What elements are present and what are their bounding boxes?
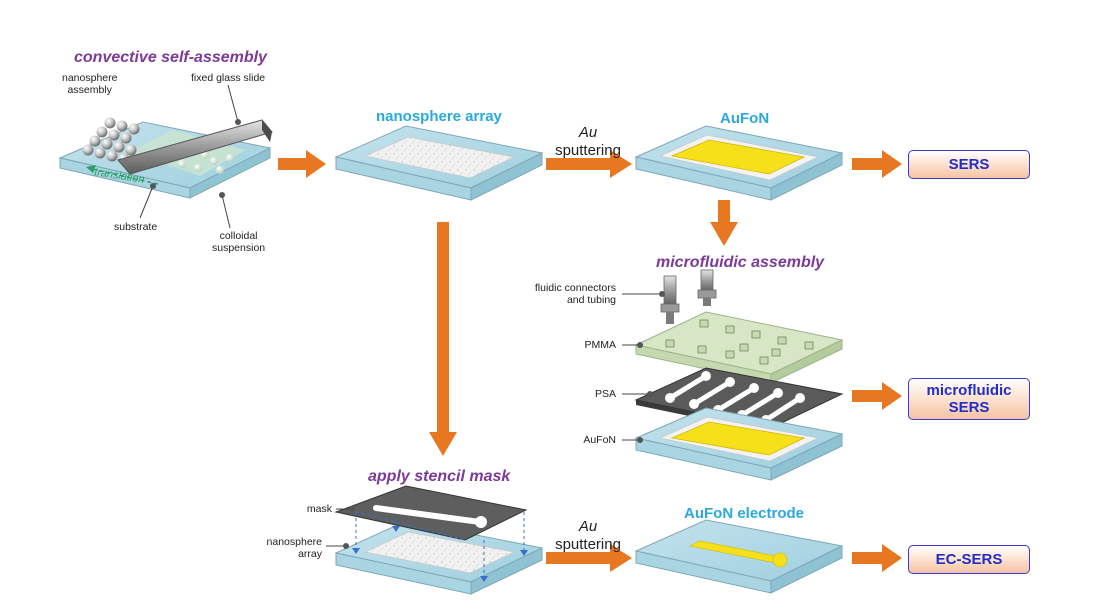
step-apply-stencil-mask: apply stencil mask bbox=[368, 468, 511, 485]
translation-arrow bbox=[86, 165, 159, 185]
leader-lines-micro bbox=[622, 291, 665, 443]
mask-guide-heads bbox=[352, 526, 528, 582]
label-aufon-layer: AuFoN bbox=[583, 434, 616, 446]
label-nanosphere-assembly: nanosphere assembly bbox=[62, 72, 118, 96]
mask-guides bbox=[355, 511, 525, 578]
arrow-down-array bbox=[429, 222, 457, 456]
arrow-down-aufon bbox=[710, 200, 738, 246]
output-microfluidic-sers-box: microfluidic SERS bbox=[908, 378, 1030, 420]
label-sputtering-2: sputtering bbox=[555, 536, 621, 553]
label-fluidic-connectors: fluidic connectors and tubing bbox=[534, 282, 616, 306]
label-substrate: substrate bbox=[114, 221, 158, 233]
output-ec-sers-box: EC-SERS bbox=[908, 545, 1030, 574]
substrate-aufon bbox=[634, 125, 844, 201]
label-fixed-glass-slide: fixed glass slide bbox=[191, 72, 266, 84]
label-mask: mask bbox=[306, 503, 332, 515]
label-nanosphere-array-small: nanosphere array bbox=[266, 536, 322, 560]
step-convective-self-assembly: convective self-assembly bbox=[74, 49, 267, 66]
au-text-1: Au bbox=[578, 124, 598, 141]
output-sers-box: SERS bbox=[908, 150, 1030, 179]
leader-lines-1 bbox=[139, 84, 241, 229]
arrow-sputter-1 bbox=[546, 150, 632, 178]
leader-lines-stencil bbox=[326, 506, 355, 549]
arrow-to-array bbox=[278, 150, 326, 178]
arrow-to-micro-sers bbox=[852, 382, 902, 410]
title-nanosphere-array: nanosphere array bbox=[376, 108, 502, 125]
label-colloidal-suspension: colloidal suspension bbox=[212, 230, 266, 254]
substrate-stencil bbox=[334, 520, 544, 595]
connectors-tubing bbox=[660, 269, 717, 324]
aufon-layer-bottom bbox=[634, 407, 844, 481]
substrate-electrode bbox=[634, 519, 844, 594]
arrow-sputter-2 bbox=[546, 544, 632, 572]
label-au-1: Au bbox=[552, 124, 624, 142]
label-psa: PSA bbox=[594, 388, 616, 400]
substrate-nanosphere-array bbox=[334, 125, 544, 201]
au-text-2: Au bbox=[578, 518, 598, 535]
arrow-to-sers bbox=[852, 150, 902, 178]
mask-layer bbox=[334, 485, 528, 541]
step-microfluidic-assembly: microfluidic assembly bbox=[656, 254, 825, 271]
title-aufon: AuFoN bbox=[720, 110, 770, 127]
title-aufon-electrode: AuFoN electrode bbox=[684, 505, 805, 522]
arrow-to-ec-sers bbox=[852, 544, 902, 572]
fixed-glass-slide bbox=[117, 119, 273, 175]
label-au-2: Au bbox=[552, 518, 624, 536]
label-pmma: PMMA bbox=[584, 339, 617, 351]
label-sputtering-1: sputtering bbox=[555, 142, 621, 159]
